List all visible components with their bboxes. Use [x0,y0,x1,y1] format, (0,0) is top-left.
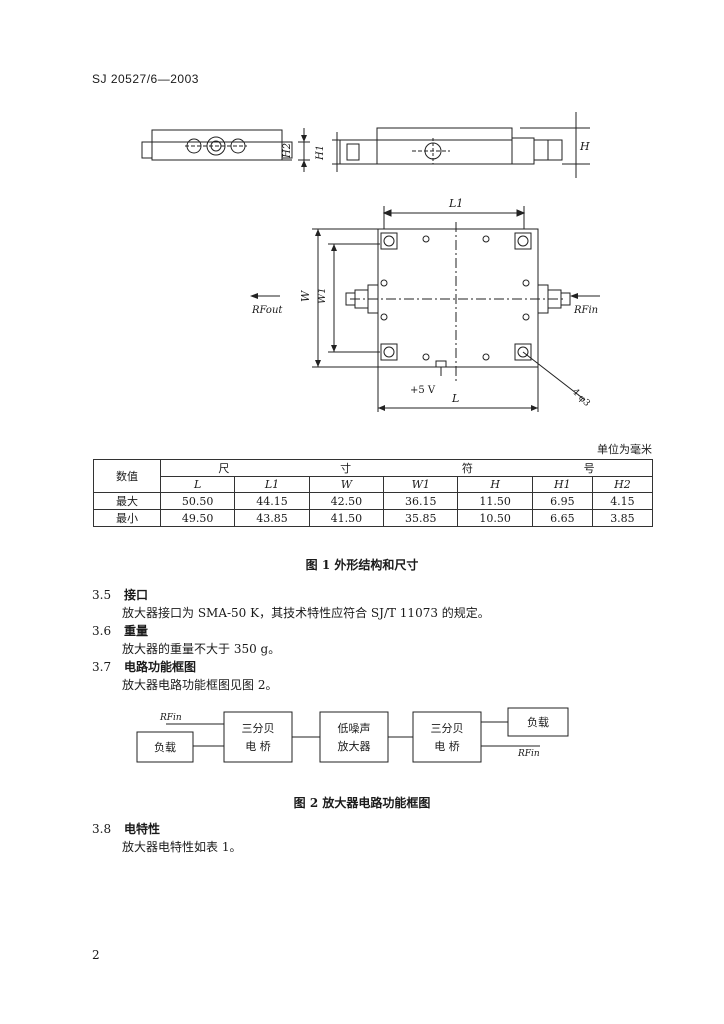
label-l1: L1 [448,197,463,210]
figure1-caption: 图 1 外形结构和尺寸 [305,558,419,572]
top-view-body [377,228,539,368]
fig2-load-left: 负载 [154,740,176,754]
table-row: 最小 49.50 43.85 41.50 35.85 10.50 6.65 3.… [93,509,654,527]
label-rf-out: RFout [251,305,283,316]
section-3-8-body: 放大器电特性如表 1。 [122,840,242,854]
section-3-7-body: 放大器电路功能框图见图 2。 [122,678,278,692]
figure2-caption: 图 2 放大器电路功能框图 [293,796,431,810]
load-left-box [136,731,194,763]
right-side-view-body [376,127,513,165]
unit-note: 单位为毫米 [597,443,652,456]
label-supply: +5 V [410,385,436,396]
fig2-hybrid2-line1: 三分贝 [431,722,464,735]
hybrid2-box [412,711,482,763]
label-w: W [299,289,312,302]
label-w1: W1 [317,287,328,304]
dimension-table: 数值 尺 寸 符 号 L L1 W W1 H H1 H2 最大 50.50 44… [93,459,654,527]
lna-box [319,711,389,763]
figure2-block-diagram: RFin RFin 负载 负载 三分贝 电 桥 低噪声 放大器 三分贝 电 桥 [136,707,569,763]
fig2-hybrid1-line2: 电 桥 [245,740,271,753]
fig2-rf-in-left: RFin [159,713,182,723]
fig2-hybrid1-line1: 三分贝 [242,722,275,735]
label-h2: H2 [282,143,293,159]
table-row-header: 数值 [93,459,161,493]
section-3-5-body: 放大器接口为 SMA-50 K，其技术特性应符合 SJ/T 11073 的规定。 [122,606,490,620]
table-group-header: 尺 寸 符 号 [160,459,653,477]
hybrid1-box [223,711,293,763]
fig2-lna-line2: 放大器 [338,739,371,753]
left-side-view-body [151,129,283,161]
fig2-rf-in-right: RFin [517,749,540,759]
label-h1: H1 [315,145,326,161]
page-number: 2 [92,948,100,962]
label-holes: 4-φ3 [570,387,592,409]
section-3-6-body: 放大器的重量不大于 350 g。 [122,642,281,656]
fig2-load-right: 负载 [527,715,549,729]
label-l: L [451,392,459,405]
table-row: 最大 50.50 44.15 42.50 36.15 11.50 6.95 4.… [93,492,654,510]
figure1-drawing: H2 H1 H L1 L W W1 RFout RFin +5 V 4-φ3 [141,112,600,412]
fig2-hybrid2-line2: 电 桥 [434,740,460,753]
document-code: SJ 20527/6—2003 [92,72,199,86]
fig2-lna-line1: 低噪声 [338,721,371,735]
table-column-headers: L L1 W W1 H H1 H2 [94,476,654,493]
label-rf-in: RFin [573,305,598,316]
label-h: H [579,140,590,153]
